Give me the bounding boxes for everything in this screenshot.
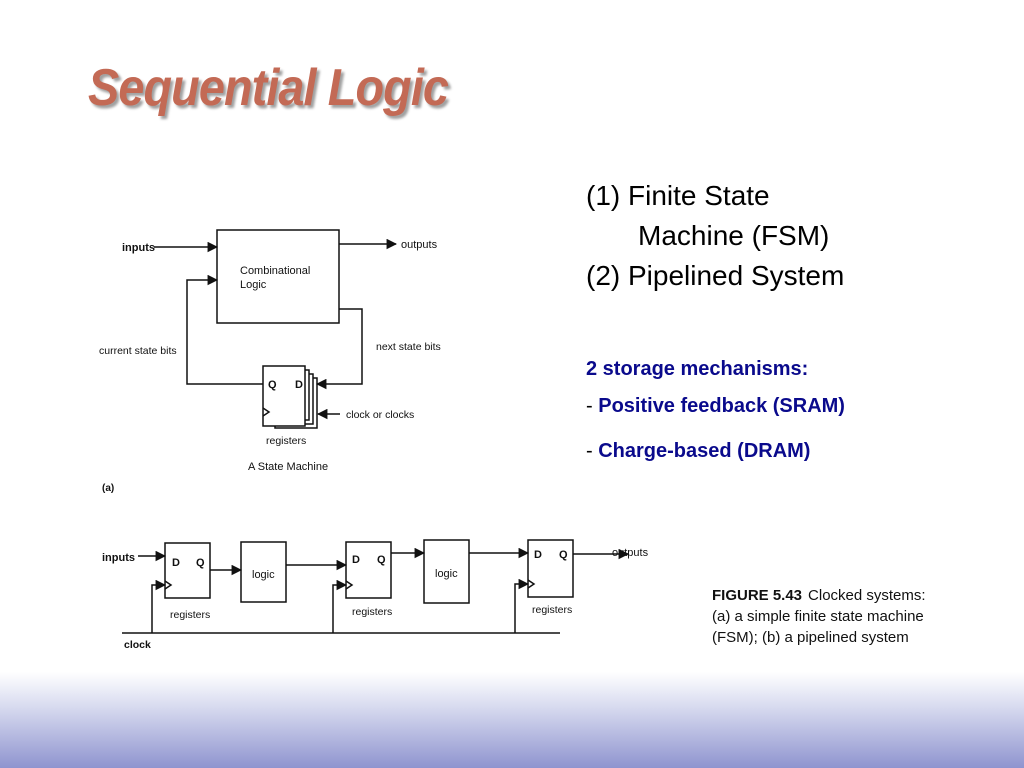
fsm-register bbox=[262, 365, 306, 427]
fsm-q-label: Q bbox=[268, 379, 277, 391]
reg3-q-label: Q bbox=[559, 549, 568, 561]
pipe-clock-label: clock bbox=[124, 639, 151, 651]
storage-item-label: Positive feedback (SRAM) bbox=[598, 395, 845, 417]
clocked-systems-figure: inputs outputs Combinational Logic curre… bbox=[99, 229, 649, 651]
storage-mechanisms: 2 storage mechanisms: - Positive feedbac… bbox=[586, 358, 1006, 485]
figure-diagram: inputs outputs Combinational Logic curre… bbox=[90, 185, 690, 660]
reg2-d-label: D bbox=[352, 554, 360, 566]
pipe-outputs-label: outputs bbox=[612, 547, 649, 559]
topic-fsm-line1: (1) Finite State bbox=[586, 180, 770, 211]
reg1-label: registers bbox=[170, 609, 210, 621]
bullet-dash: - bbox=[586, 395, 593, 417]
storage-item-sram: - Positive feedback (SRAM) bbox=[586, 395, 1006, 418]
fsm-clock-label: clock or clocks bbox=[346, 409, 414, 421]
reg3-label: registers bbox=[532, 604, 572, 616]
comb-logic-label-2: Logic bbox=[240, 279, 267, 291]
logic2-label: logic bbox=[435, 568, 458, 580]
topic-pipeline: (2) Pipelined System bbox=[586, 260, 845, 291]
next-state-label: next state bits bbox=[376, 341, 441, 353]
current-state-label: current state bits bbox=[99, 345, 177, 357]
storage-heading: 2 storage mechanisms: bbox=[586, 358, 809, 380]
fsm-d-label: D bbox=[295, 379, 303, 391]
reg2-label: registers bbox=[352, 606, 392, 618]
pipeline-logic-2 bbox=[423, 539, 470, 604]
pipeline-register-1 bbox=[164, 542, 211, 599]
reg1-q-label: Q bbox=[196, 557, 205, 569]
reg3-d-label: D bbox=[534, 549, 542, 561]
fsm-inputs-label: inputs bbox=[122, 242, 155, 254]
reg2-q-label: Q bbox=[377, 554, 386, 566]
comb-logic-label-1: Combinational bbox=[240, 265, 310, 277]
reg1-d-label: D bbox=[172, 557, 180, 569]
slide-title: Sequential Logic bbox=[88, 59, 449, 117]
topic-fsm: (1) Finite State Machine (FSM) bbox=[586, 176, 1006, 256]
storage-item-dram: - Charge-based (DRAM) bbox=[586, 440, 1006, 463]
topic-list: (1) Finite State Machine (FSM) (2) Pipel… bbox=[586, 176, 1006, 296]
footer-gradient bbox=[0, 672, 1024, 768]
figure-caption-text: Clocked systems: (a) a simple finite sta… bbox=[712, 587, 926, 646]
pipe-inputs-label: inputs bbox=[102, 552, 135, 564]
pipeline-register-2 bbox=[345, 541, 392, 599]
logic1-label: logic bbox=[252, 569, 275, 581]
pipeline-register-3 bbox=[527, 539, 574, 598]
figure-number: FIGURE 5.43 bbox=[712, 587, 803, 604]
storage-item-label: Charge-based (DRAM) bbox=[598, 440, 811, 462]
fsm-subtitle: A State Machine bbox=[248, 461, 328, 473]
fsm-registers-label: registers bbox=[266, 435, 306, 447]
bullet-dash: - bbox=[586, 440, 593, 462]
fsm-outputs-label: outputs bbox=[401, 239, 438, 251]
pipeline-logic-1 bbox=[240, 541, 287, 603]
part-a-label: (a) bbox=[102, 483, 114, 494]
topic-fsm-line2: Machine (FSM) bbox=[638, 220, 830, 251]
